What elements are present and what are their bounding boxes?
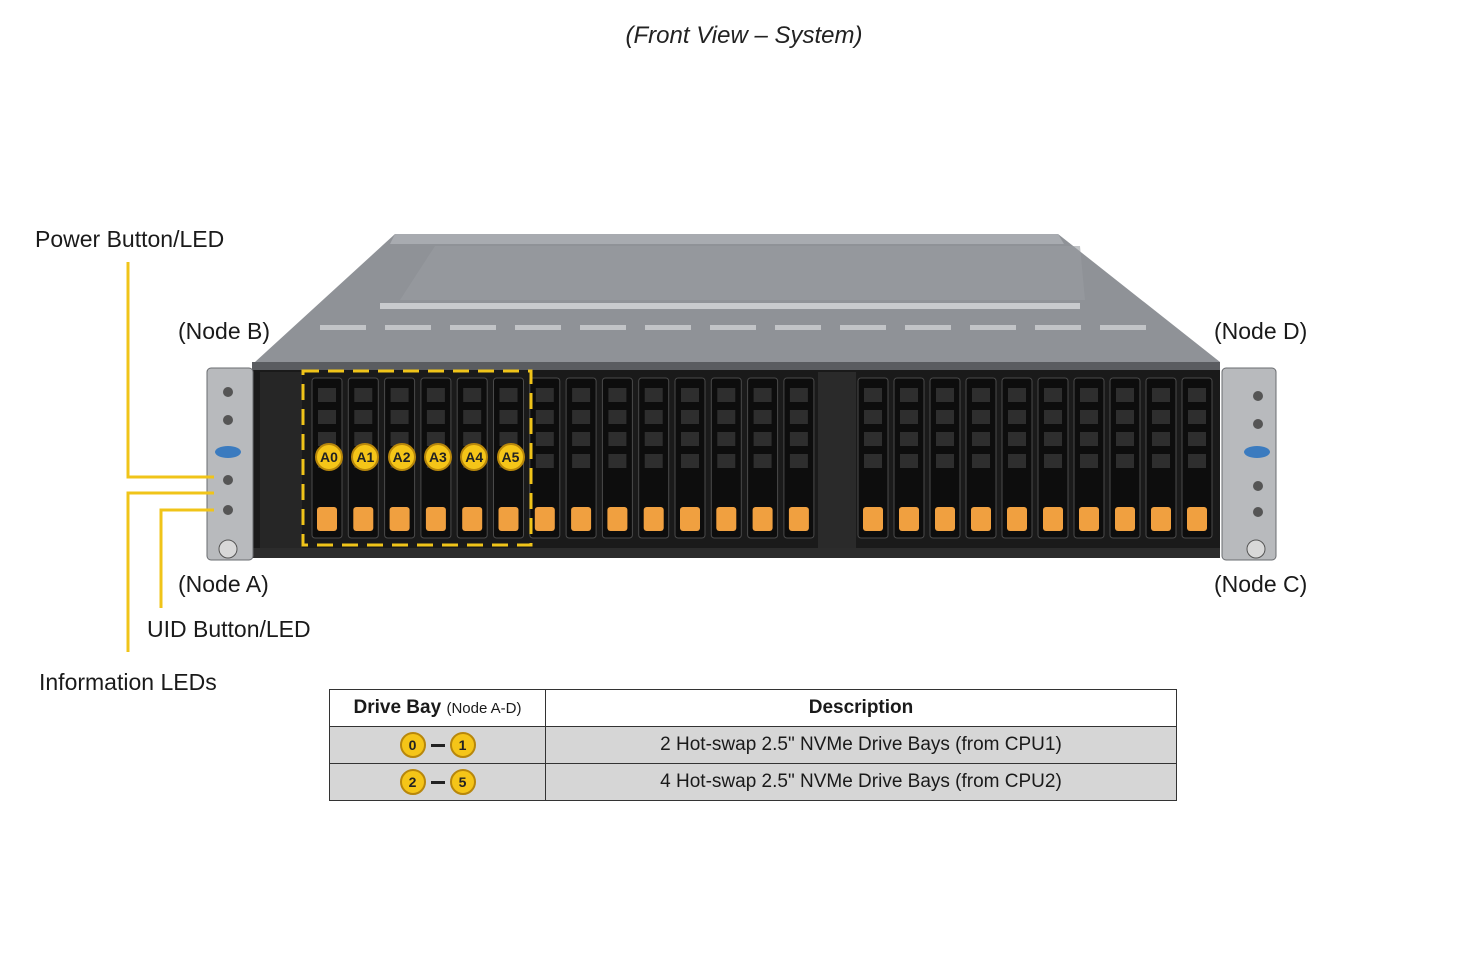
drive-release-tab <box>317 507 337 531</box>
bay-badge: A0 <box>315 443 343 471</box>
bay-badge: A1 <box>351 443 380 471</box>
uid-button-label: UID Button/LED <box>147 616 311 642</box>
drive-release-tab <box>863 507 883 531</box>
power-button-label: Power Button/LED <box>35 226 225 252</box>
drive-release-tab <box>1115 507 1135 531</box>
drive-release-tab <box>353 507 374 531</box>
bay-number-badge: 2 <box>399 769 426 795</box>
drive-release-tab <box>643 507 664 531</box>
drive-release-tab <box>899 507 919 531</box>
drive-release-tab <box>788 507 809 531</box>
drive-release-tab <box>680 507 700 531</box>
drive-release-tab <box>971 507 991 531</box>
node-c-label: (Node C) <box>1214 571 1308 597</box>
bay-badge: A2 <box>387 443 416 471</box>
node-a-label: (Node A) <box>178 571 269 597</box>
drive-release-tab <box>571 507 592 531</box>
drive-release-tab <box>935 507 955 531</box>
drive-release-tab <box>1151 507 1171 531</box>
node-b-label: (Node B) <box>178 318 271 344</box>
bay-badge: A5 <box>496 443 525 471</box>
table-header-row: Drive Bay (Node A-D) Description <box>329 689 1177 727</box>
drive-bay-header: Drive Bay (Node A-D) <box>329 689 546 727</box>
drive-release-tab <box>607 507 628 531</box>
drive-release-tab <box>1187 507 1207 531</box>
page-title: (Front View – System) <box>625 22 863 49</box>
drive-release-tab <box>1007 507 1027 531</box>
bay-number-badge: 0 <box>399 732 426 758</box>
drive-release-tab <box>389 507 410 531</box>
drive-release-tab <box>716 507 737 531</box>
bay-badge: A4 <box>460 443 489 471</box>
drive-release-tab <box>1043 507 1063 531</box>
description-header: Description <box>545 689 1177 727</box>
drive-release-tab <box>752 507 773 531</box>
bay-number-badge: 5 <box>449 769 476 795</box>
information-leds-label: Information LEDs <box>39 669 217 695</box>
drive-release-tab <box>1079 507 1099 531</box>
drive-release-tab <box>425 507 446 531</box>
bay-badge: A3 <box>423 443 452 471</box>
node-d-label: (Node D) <box>1214 318 1308 344</box>
row-description: 2 Hot-swap 2.5" NVMe Drive Bays (from CP… <box>545 726 1177 764</box>
drive-release-tab <box>534 507 555 531</box>
drive-release-tab <box>462 507 483 531</box>
bay-number-badge: 1 <box>449 732 476 758</box>
drive-release-tab <box>498 507 519 531</box>
row-description: 4 Hot-swap 2.5" NVMe Drive Bays (from CP… <box>545 763 1177 801</box>
